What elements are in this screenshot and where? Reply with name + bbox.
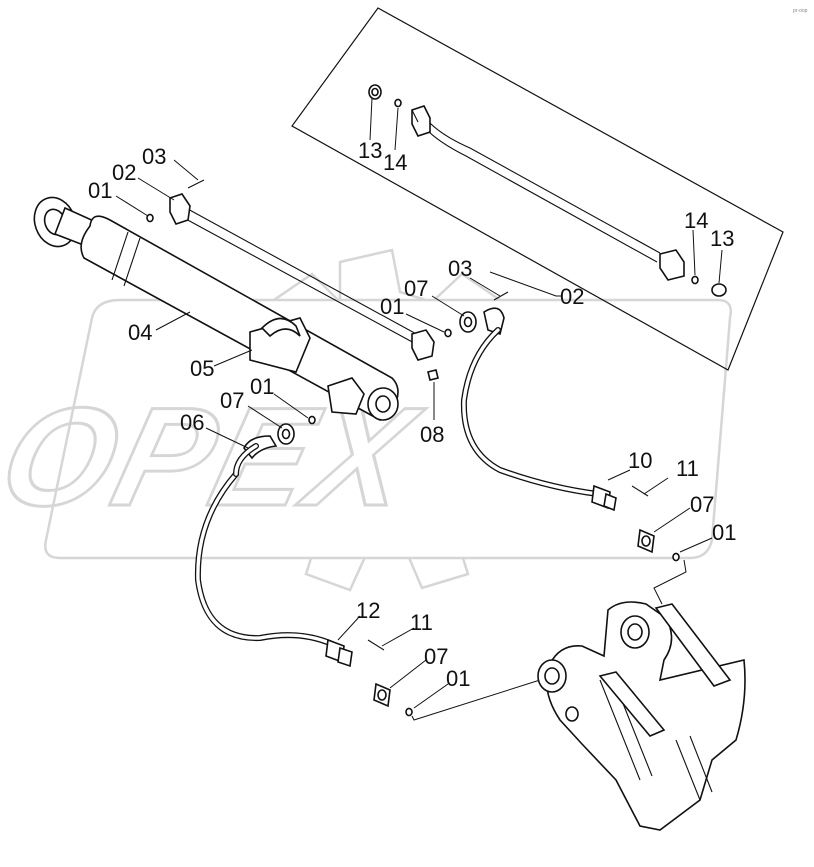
oring-01-mid (444, 328, 452, 338)
inset-pipe (424, 117, 661, 263)
fitting-08 (427, 369, 439, 381)
leader-01-mid (405, 313, 445, 333)
oring-01-top (146, 213, 154, 223)
callout-11-right: 11 (676, 456, 699, 481)
inset-block-left (411, 105, 431, 137)
leader-07-left (247, 405, 283, 429)
callout-14-inset-left: 14 (383, 150, 407, 175)
leader-07-mid (431, 295, 465, 317)
inset-cap-left (368, 84, 382, 100)
corner-note: pr-oop (793, 8, 808, 14)
link-line-right (653, 559, 687, 605)
inset-oring-left (394, 98, 402, 108)
leader-10 (607, 469, 631, 481)
callout-07-bottom: 07 (424, 644, 448, 669)
callout-03-mid: 03 (448, 256, 472, 281)
callout-04: 04 (128, 320, 152, 345)
callout-06: 06 (180, 410, 204, 435)
bolt-03-top (187, 179, 205, 189)
leader-01-right (679, 537, 713, 553)
leader-14-left (394, 107, 399, 151)
hydraulic-cylinder (33, 196, 399, 421)
leader-14-right (692, 229, 696, 276)
callout-14-inset-right: 14 (684, 208, 708, 233)
hose-10-fitting (591, 484, 617, 512)
callout-11-bottom: 11 (410, 610, 433, 635)
inset-cap-right (711, 283, 727, 297)
inset-block-right (659, 249, 685, 281)
callout-08: 08 (420, 422, 444, 447)
bolt-03-mid (493, 291, 509, 301)
oring-01-left (308, 415, 316, 425)
leader-02-inset (489, 271, 562, 297)
bolt-11-right (631, 485, 649, 497)
flange-07-left (277, 423, 295, 445)
callout-07-left: 07 (220, 388, 244, 413)
oring-01-bottom (405, 707, 413, 717)
callout-05: 05 (190, 356, 214, 381)
pipe-02 (183, 207, 421, 345)
callout-13-inset-left: 13 (358, 138, 382, 163)
callout-01-top: 01 (88, 178, 112, 203)
inset-frame (291, 7, 784, 371)
callout-02-inset: 02 (560, 284, 584, 309)
hose-06-elbow (243, 435, 278, 460)
leader-01-top (115, 195, 149, 217)
leader-01-bottom (413, 683, 449, 709)
leader-11-bottom (381, 627, 415, 647)
callout-07-right: 07 (690, 492, 714, 517)
callout-01-bottom: 01 (446, 666, 470, 691)
flange-07-mid (459, 311, 477, 333)
flange-07-right (637, 528, 655, 554)
leader-12 (337, 615, 361, 641)
inset-oring-right (691, 275, 699, 285)
callout-02-top: 02 (112, 160, 136, 185)
pipe-02-block-right (411, 329, 435, 361)
leader-13-right (718, 249, 723, 284)
leader-01-left (273, 393, 309, 419)
leader-06 (205, 427, 249, 449)
leader-04 (155, 311, 191, 331)
callout-01-left: 01 (250, 374, 274, 399)
callout-10: 10 (628, 448, 652, 473)
leader-07-bottom (389, 659, 427, 689)
callout-13-inset-right: 13 (710, 226, 734, 251)
leader-13-left (369, 97, 373, 141)
flange-07-bottom (373, 682, 391, 708)
callout-12: 12 (356, 598, 380, 623)
leader-03-top (173, 159, 199, 181)
link-line-bottom (411, 679, 541, 721)
callout-03-top: 03 (142, 144, 166, 169)
leader-03-mid (469, 277, 501, 297)
leader-02-top (137, 177, 175, 201)
boom-bracket (537, 601, 746, 831)
callout-01-right: 01 (712, 520, 736, 545)
hose-12-fitting (325, 638, 353, 668)
pipe-02-block-left (169, 193, 191, 225)
bolt-11-bottom (367, 639, 385, 651)
hose-10 (460, 327, 601, 497)
callout-07-mid: 07 (404, 276, 428, 301)
leader-07-right (653, 507, 691, 533)
oring-01-right (672, 552, 680, 562)
leader-05 (213, 349, 253, 367)
hose-12 (194, 443, 335, 647)
leader-11-right (643, 477, 669, 495)
callout-01-mid: 01 (380, 294, 404, 319)
